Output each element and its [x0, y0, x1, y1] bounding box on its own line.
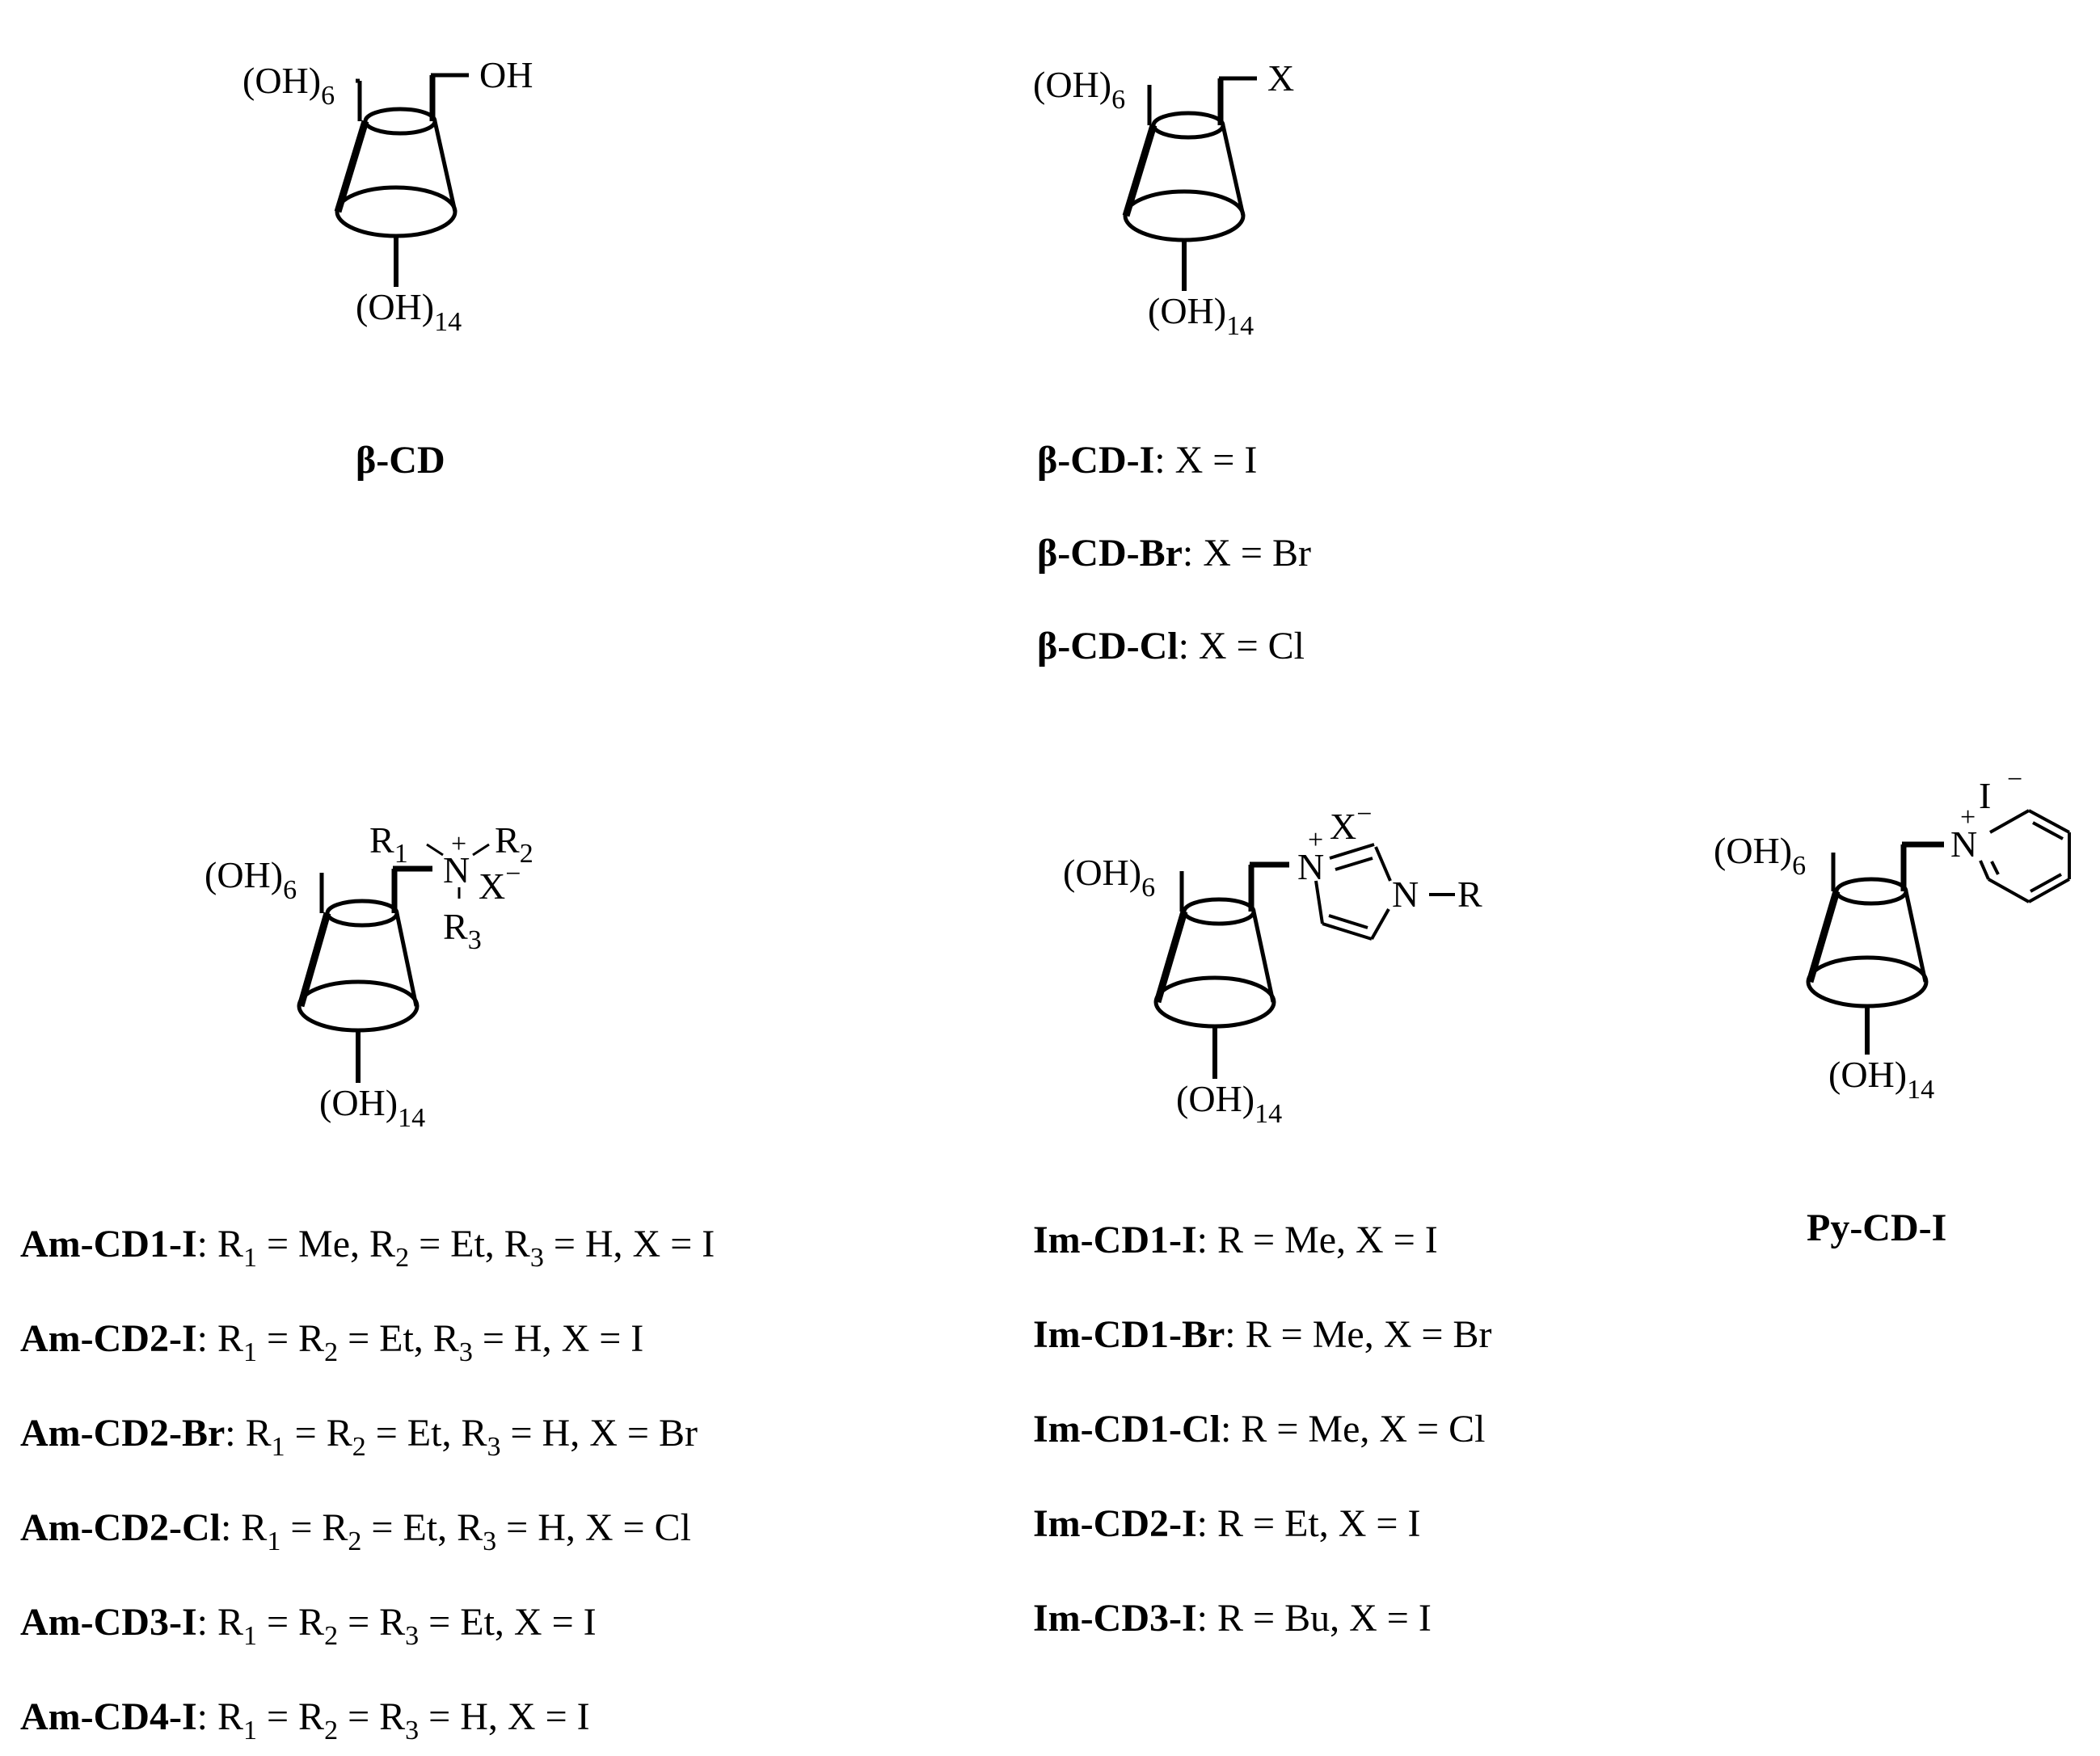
n-charge-plus: + [1960, 802, 1976, 832]
cd-cone-drawing [1122, 76, 1257, 291]
cd-cone-drawing [297, 843, 490, 1083]
substituent-x-label: X [1267, 57, 1294, 99]
iodide-label: I [1979, 775, 1991, 816]
legend-entry-im-cd1-i: Im-CD1-I: R = Me, X = I [1033, 1219, 1438, 1261]
counterion-x-label: X− [1330, 799, 1372, 847]
n-charge-plus: + [451, 829, 466, 859]
counterion-x-label: X− [479, 859, 521, 907]
legend-entry-im-cd1-br: Im-CD1-Br: R = Me, X = Br [1033, 1313, 1491, 1356]
cd-cone-drawing [1806, 841, 1944, 1055]
r2-label: R2 [495, 819, 533, 869]
legend-entry-am-cd2-i: Am-CD2-I: R1 = R2 = Et, R3 = H, X = I [20, 1317, 643, 1367]
primary-oh-label: (OH)6 [205, 854, 297, 905]
legend-entry-am-cd2-cl: Am-CD2-Cl: R1 = R2 = Et, R3 = H, X = Cl [20, 1506, 691, 1556]
legend-entry-am-cd4-i: Am-CD4-I: R1 = R2 = R3 = H, X = I [20, 1695, 590, 1745]
r3-label: R3 [443, 906, 482, 955]
structure-im-cd: (OH)6 + N X− N R (OH)14 [1063, 799, 1482, 1129]
secondary-oh-label: (OH)14 [1176, 1078, 1282, 1129]
primary-oh-label: (OH)6 [1063, 852, 1155, 903]
imidazolium-ring [1314, 843, 1455, 941]
side-oh-label: OH [479, 54, 533, 95]
ammonium-n-label: N [443, 849, 470, 891]
legend-entry-beta-cd-i: β-CD-I: X = I [1037, 439, 1257, 482]
im-cd-legend: Im-CD1-I: R = Me, X = I Im-CD1-Br: R = M… [1033, 1219, 1491, 1640]
r-substituent-label: R [1457, 874, 1482, 915]
iodide-charge-minus: − [2007, 764, 2022, 794]
n-charge-plus: + [1308, 825, 1323, 855]
compound-name-beta-cd: β-CD [356, 439, 445, 482]
pyridinium-n-label: N [1950, 823, 1977, 865]
legend-entry-am-cd2-br: Am-CD2-Br: R1 = R2 = Et, R3 = H, X = Br [20, 1412, 698, 1462]
secondary-oh-label: (OH)14 [356, 286, 462, 337]
structure-beta-cd-x: (OH)6 X (OH)14 β-CD-I: X = I β-CD-Br: X … [1033, 57, 1311, 667]
legend-entry-beta-cd-cl: β-CD-Cl: X = Cl [1037, 625, 1305, 667]
primary-oh-label: (OH)6 [1033, 64, 1125, 115]
legend-entry-beta-cd-br: β-CD-Br: X = Br [1037, 532, 1311, 575]
structure-am-cd: (OH)6 R1 + N R2 X− R3 (OH)14 [205, 819, 533, 1133]
primary-oh-label: (OH)6 [242, 60, 335, 111]
imidazolium-n-plus-label: N [1297, 846, 1324, 887]
legend-entry-im-cd2-i: Im-CD2-I: R = Et, X = I [1033, 1502, 1420, 1545]
legend-entry-im-cd3-i: Im-CD3-I: R = Bu, X = I [1033, 1597, 1432, 1640]
structure-beta-cd: (OH)6 OH (OH)14 β-CD [242, 54, 533, 482]
primary-oh-label: (OH)6 [1714, 830, 1806, 881]
r1-label: R1 [369, 819, 408, 869]
secondary-oh-label: (OH)14 [1148, 290, 1254, 341]
compound-name-py-cd-i: Py-CD-I [1807, 1206, 1946, 1249]
legend-entry-am-cd3-i: Am-CD3-I: R1 = R2 = R3 = Et, X = I [20, 1601, 597, 1651]
secondary-oh-label: (OH)14 [319, 1082, 425, 1133]
cd-cone-drawing [1153, 861, 1289, 1079]
am-cd-legend: Am-CD1-I: R1 = Me, R2 = Et, R3 = H, X = … [20, 1223, 715, 1745]
pyridinium-ring [1979, 809, 2071, 903]
legend-entry-im-cd1-cl: Im-CD1-Cl: R = Me, X = Cl [1033, 1408, 1485, 1451]
structure-py-cd: (OH)6 + N I − (OH)14 Py-CD-I [1714, 764, 2071, 1249]
legend-entry-am-cd1-i: Am-CD1-I: R1 = Me, R2 = Et, R3 = H, X = … [20, 1223, 715, 1273]
imidazole-n-label: N [1392, 874, 1419, 915]
secondary-oh-label: (OH)14 [1828, 1054, 1934, 1105]
cd-cone-drawing [334, 73, 469, 287]
